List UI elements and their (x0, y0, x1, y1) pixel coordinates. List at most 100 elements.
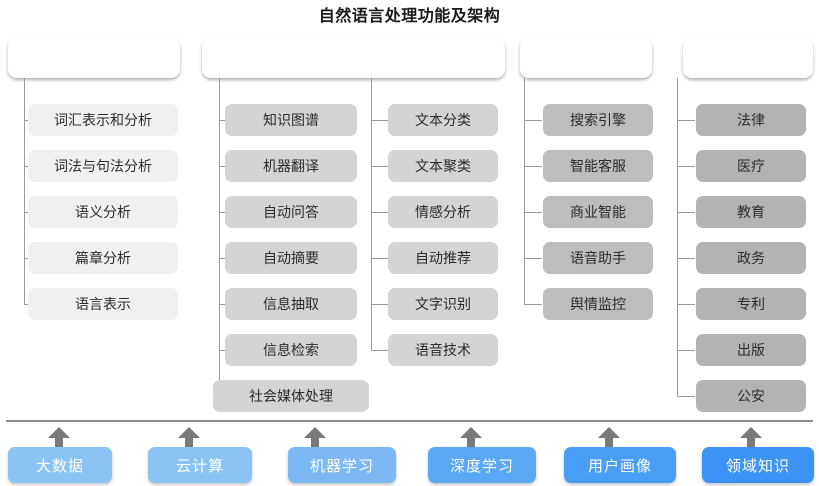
item-vertical-application[interactable]: 政务 (696, 242, 806, 274)
foundation-label: 云计算 (175, 456, 224, 475)
item-nlp-core-right[interactable]: 情感分析 (388, 196, 498, 228)
item-nlp-basic[interactable]: 语义分析 (28, 196, 178, 228)
item-nlp-core-left[interactable]: 信息抽取 (225, 288, 357, 320)
column-header-nlp-plus[interactable]: NLP+ (520, 38, 652, 78)
column-header-label: 垂直应用 (715, 49, 780, 68)
foundation-block-deep-learning[interactable]: 深度学习 (428, 447, 536, 483)
foundation-block-domain-knowledge[interactable]: 领域知识 (702, 447, 814, 483)
item-label: 搜索引擎 (570, 113, 626, 129)
connector-branch (371, 258, 389, 259)
connector-trunk-vertical-application (677, 78, 678, 397)
item-vertical-application[interactable]: 法律 (696, 104, 806, 136)
connector-trunk-nlp-basic (24, 78, 25, 305)
foundation-label: 用户画像 (587, 456, 652, 475)
column-header-label: NLP基础技术 (46, 49, 142, 68)
item-label: 教育 (737, 205, 765, 221)
connector-trunk-nlp-core-left (219, 78, 220, 397)
connector-trunk-nlp-core-right (371, 78, 372, 351)
item-nlp-plus[interactable]: 舆情监控 (543, 288, 653, 320)
item-nlp-plus[interactable]: 语音助手 (543, 242, 653, 274)
column-header-nlp-core[interactable]: NLP核心技术 (202, 38, 505, 78)
item-label: 医疗 (737, 159, 765, 175)
item-nlp-core-right[interactable]: 文本聚类 (388, 150, 498, 182)
connector-branch (524, 258, 542, 259)
item-nlp-core-left[interactable]: 机器翻译 (225, 150, 357, 182)
item-label: 语音助手 (570, 251, 626, 267)
item-nlp-core-left[interactable]: 信息检索 (225, 334, 357, 366)
arrow-up-icon (304, 427, 326, 449)
item-nlp-basic[interactable]: 词汇表示和分析 (28, 104, 178, 136)
item-label: 自动推荐 (415, 251, 471, 267)
foundation-block-machine-learning[interactable]: 机器学习 (288, 447, 396, 483)
connector-branch (677, 258, 695, 259)
connector-branch (677, 396, 695, 397)
item-label: 篇章分析 (75, 251, 131, 267)
connector-branch (371, 304, 389, 305)
item-nlp-basic[interactable]: 篇章分析 (28, 242, 178, 274)
item-vertical-application[interactable]: 医疗 (696, 150, 806, 182)
item-nlp-plus[interactable]: 商业智能 (543, 196, 653, 228)
connector-branch (524, 120, 542, 121)
connector-branch (677, 120, 695, 121)
item-label: 公安 (737, 389, 765, 405)
item-label: 情感分析 (415, 205, 471, 221)
item-label: 语言表示 (75, 297, 131, 313)
column-header-vertical-application[interactable]: 垂直应用 (683, 38, 813, 78)
item-nlp-basic[interactable]: 词法与句法分析 (28, 150, 178, 182)
column-header-label: NLP核心技术 (305, 49, 402, 68)
item-label: 社会媒体处理 (249, 389, 333, 405)
item-nlp-core-left[interactable]: 知识图谱 (225, 104, 357, 136)
item-label: 出版 (737, 343, 765, 359)
page-title: 自然语言处理功能及架构 (318, 6, 501, 25)
item-vertical-application[interactable]: 教育 (696, 196, 806, 228)
connector-branch (677, 212, 695, 213)
item-label: 商业智能 (570, 205, 626, 221)
item-label: 信息检索 (263, 343, 319, 359)
connector-branch (677, 304, 695, 305)
item-label: 自动摘要 (263, 251, 319, 267)
item-vertical-application[interactable]: 公安 (696, 380, 806, 412)
foundation-label: 深度学习 (449, 456, 514, 475)
connector-branch (371, 120, 389, 121)
item-nlp-core-right[interactable]: 自动推荐 (388, 242, 498, 274)
item-nlp-plus[interactable]: 搜索引擎 (543, 104, 653, 136)
item-label: 专利 (737, 297, 765, 313)
item-nlp-core-right[interactable]: 文本分类 (388, 104, 498, 136)
connector-branch (524, 166, 542, 167)
item-label: 法律 (737, 113, 765, 129)
item-nlp-plus[interactable]: 智能客服 (543, 150, 653, 182)
connector-branch (371, 212, 389, 213)
item-label: 机器翻译 (263, 159, 319, 175)
item-vertical-application[interactable]: 专利 (696, 288, 806, 320)
arrow-up-icon (460, 427, 482, 449)
item-label: 自动问答 (263, 205, 319, 221)
arrow-up-icon (740, 427, 762, 449)
item-label: 智能客服 (570, 159, 626, 175)
column-header-nlp-basic[interactable]: NLP基础技术 (8, 38, 180, 78)
item-label: 文本聚类 (415, 159, 471, 175)
item-label: 语义分析 (75, 205, 131, 221)
item-label: 语音技术 (415, 343, 471, 359)
item-nlp-core-right[interactable]: 语音技术 (388, 334, 498, 366)
arrow-up-icon (48, 427, 70, 449)
item-vertical-application[interactable]: 出版 (696, 334, 806, 366)
column-header-label: NLP+ (563, 49, 609, 67)
item-label: 文本分类 (415, 113, 471, 129)
foundation-block-cloud-computing[interactable]: 云计算 (148, 447, 252, 483)
foundation-label: 大数据 (35, 456, 84, 475)
arrow-up-icon (598, 427, 620, 449)
item-nlp-core-left[interactable]: 自动摘要 (225, 242, 357, 274)
item-nlp-core-right[interactable]: 文字识别 (388, 288, 498, 320)
connector-trunk-nlp-plus (524, 78, 525, 305)
item-nlp-basic[interactable]: 语言表示 (28, 288, 178, 320)
item-nlp-core-left[interactable]: 社会媒体处理 (213, 380, 369, 412)
foundation-block-user-profile[interactable]: 用户画像 (564, 447, 676, 483)
item-nlp-core-left[interactable]: 自动问答 (225, 196, 357, 228)
connector-branch (524, 212, 542, 213)
connector-branch (524, 304, 542, 305)
foundation-label: 机器学习 (309, 456, 374, 475)
foundation-label: 领域知识 (725, 456, 790, 475)
foundation-block-big-data[interactable]: 大数据 (8, 447, 112, 483)
connector-branch (371, 350, 389, 351)
item-label: 词法与句法分析 (54, 159, 152, 175)
